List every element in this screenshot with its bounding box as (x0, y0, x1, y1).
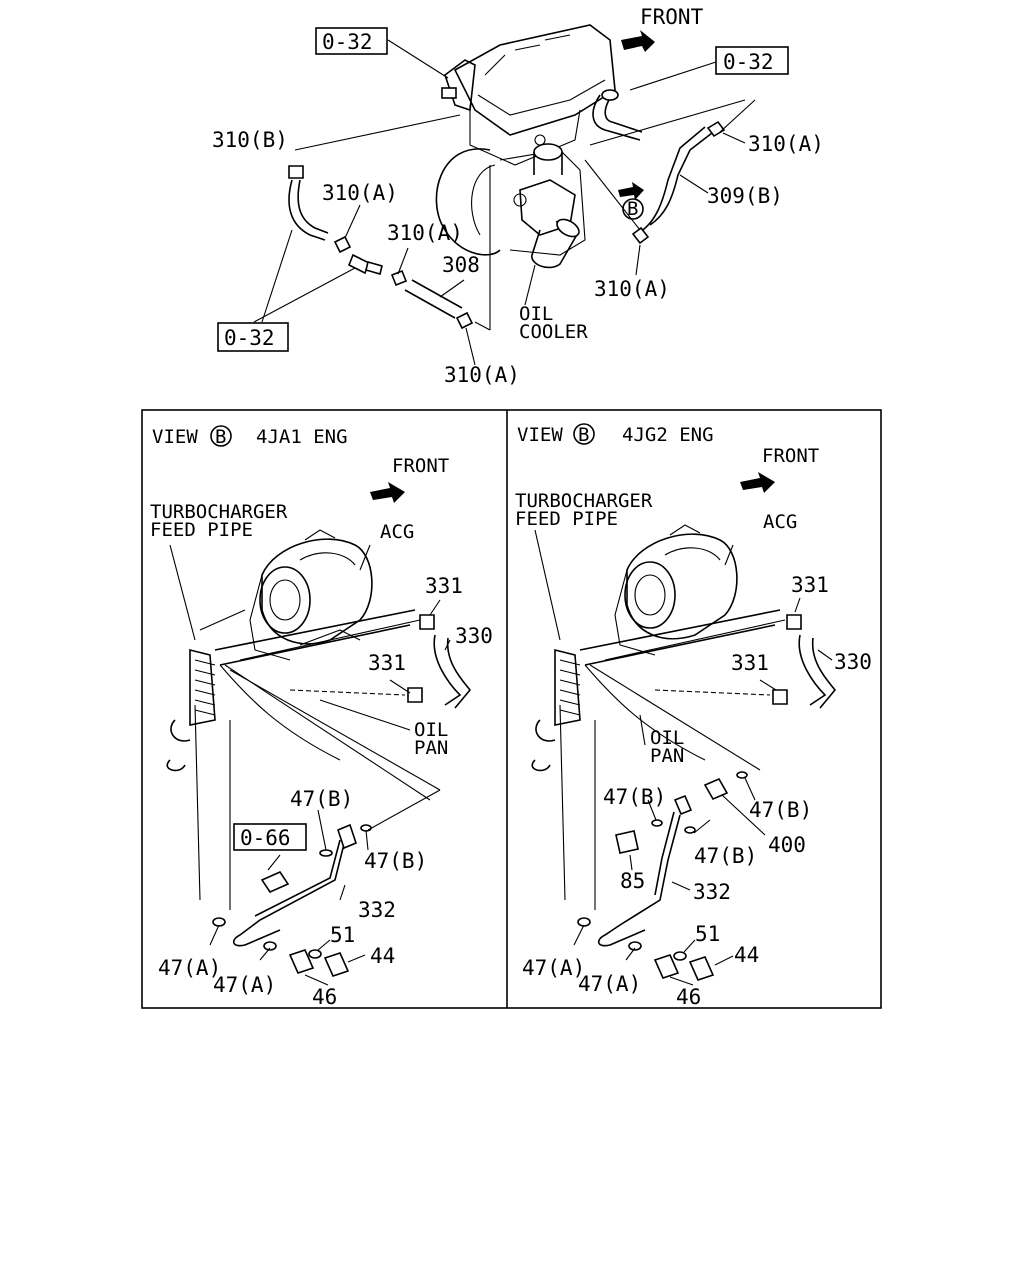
front-label: FRONT (392, 455, 449, 477)
ref-box-label: 0-32 (224, 326, 275, 350)
part-label-51: 51 (330, 923, 355, 947)
part-label-331: 331 (368, 651, 406, 675)
part-label-400: 400 (768, 833, 806, 857)
engine-illustration (217, 24, 789, 366)
engine-label: 4JA1 ENG (256, 426, 348, 448)
oil-cooler-label: COOLER (519, 321, 588, 343)
oil-pan-label: OIL (650, 727, 684, 749)
part-label-47b: 47(B) (364, 849, 427, 873)
part-label-47a: 47(A) (158, 956, 221, 980)
turbo-label: TURBOCHARGER (150, 501, 288, 523)
view-b-marker: B (627, 198, 638, 220)
ref-box-label: 0-32 (322, 30, 373, 54)
engine-label: 4JG2 ENG (622, 424, 714, 446)
part-label-310a: 310(A) (322, 181, 398, 205)
right-panel (531, 423, 837, 986)
front-label: FRONT (762, 445, 819, 467)
part-label-310a: 310(A) (444, 363, 520, 387)
part-label-47b: 47(B) (749, 798, 812, 822)
part-label-51: 51 (695, 922, 720, 946)
turbo-label: FEED PIPE (515, 508, 618, 530)
oil-pan-label: PAN (414, 737, 448, 759)
oil-pan-label: PAN (650, 745, 684, 767)
part-label-310a: 310(A) (387, 221, 463, 245)
view-letter: B (578, 424, 589, 446)
part-label-331: 331 (425, 574, 463, 598)
part-label-85: 85 (620, 869, 645, 893)
part-label-330: 330 (834, 650, 872, 674)
part-label-309b: 309(B) (707, 184, 783, 208)
part-label-331: 331 (731, 651, 769, 675)
part-label-332: 332 (693, 880, 731, 904)
view-title: VIEW (517, 424, 563, 446)
acg-label: ACG (380, 521, 414, 543)
oil-cooler-label: OIL (519, 303, 553, 325)
part-label-47b: 47(B) (290, 787, 353, 811)
part-label-332: 332 (358, 898, 396, 922)
part-label-331: 331 (791, 573, 829, 597)
part-label-330: 330 (455, 624, 493, 648)
part-label-47b: 47(B) (603, 785, 666, 809)
acg-label: ACG (763, 511, 797, 533)
part-label-46: 46 (676, 985, 701, 1009)
left-panel (166, 425, 472, 986)
view-letter: B (215, 426, 226, 448)
turbo-label: FEED PIPE (150, 519, 253, 541)
part-label-47a: 47(A) (522, 956, 585, 980)
part-label-47a: 47(A) (213, 973, 276, 997)
part-label-308: 308 (442, 253, 480, 277)
part-label-310a: 310(A) (594, 277, 670, 301)
ref-box-label: 0-32 (723, 50, 774, 74)
part-label-47a: 47(A) (578, 972, 641, 996)
part-label-47b: 47(B) (694, 844, 757, 868)
part-label-44: 44 (370, 944, 395, 968)
part-label-44: 44 (734, 943, 759, 967)
view-panels-frame (141, 409, 882, 1009)
top-front-label: FRONT (640, 5, 704, 29)
part-label-46: 46 (312, 985, 337, 1009)
part-label-310a: 310(A) (748, 132, 824, 156)
ref-box-label: 0-66 (240, 826, 291, 850)
turbo-label: TURBOCHARGER (515, 490, 653, 512)
part-label-310b: 310(B) (212, 128, 288, 152)
oil-pan-label: OIL (414, 719, 448, 741)
view-title: VIEW (152, 426, 198, 448)
